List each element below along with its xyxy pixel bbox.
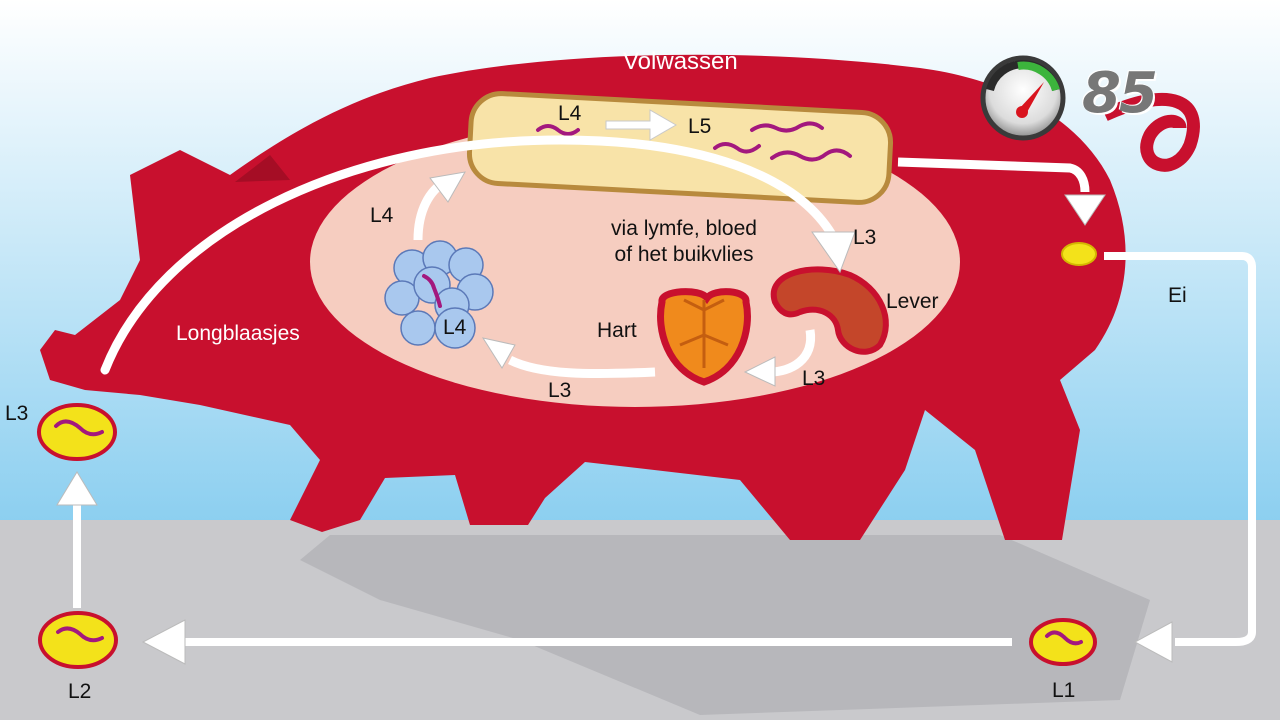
route-text-line-1: via lymfe, bloed xyxy=(611,217,757,240)
outer-cycle-arrows xyxy=(56,252,1256,665)
lung-worm xyxy=(422,274,442,308)
migration-arrow xyxy=(100,135,856,375)
arrow-liver-to-heart xyxy=(743,329,816,387)
worm-l5-3 xyxy=(770,148,852,162)
pig-ear xyxy=(235,155,290,182)
label-l3-top: L3 xyxy=(853,226,877,249)
lung-alveoli xyxy=(384,240,494,349)
worm-l5-1 xyxy=(750,121,824,133)
label-l1-env: L1 xyxy=(1052,679,1076,702)
label-hart: Hart xyxy=(597,319,637,342)
label-l2-env: L2 xyxy=(68,680,92,703)
label-l4-intestine: L4 xyxy=(558,102,582,125)
label-l3-from-liver: L3 xyxy=(802,367,826,390)
worm-l5-2 xyxy=(713,142,761,154)
label-l4-lung: L4 xyxy=(443,316,467,339)
pig-shadow xyxy=(300,535,1150,715)
label-ei: Ei xyxy=(1168,284,1187,307)
egg-in-pig xyxy=(1061,242,1097,266)
heart-organ xyxy=(657,288,751,386)
arrow-lung-to-intestine xyxy=(413,171,466,241)
label-l3-from-heart: L3 xyxy=(548,379,572,402)
label-lever: Lever xyxy=(886,290,939,313)
arrow-heart-to-lung xyxy=(481,337,656,379)
label-l3-env: L3 xyxy=(5,402,29,425)
intestine-worms xyxy=(536,121,852,162)
speedometer-icon xyxy=(980,55,1066,141)
arrow-l4-to-l5 xyxy=(605,109,678,141)
diagram-title: Volwassen xyxy=(623,48,738,75)
larva-egg-l2 xyxy=(38,611,118,669)
speedometer-value: 85 xyxy=(1082,61,1158,126)
larva-egg-l3 xyxy=(37,403,117,461)
liver-organ xyxy=(770,266,889,355)
route-text-line-2: of het buikvlies xyxy=(614,243,754,266)
label-l4-lung-top: L4 xyxy=(370,204,394,227)
label-longblaasjes: Longblaasjes xyxy=(176,322,300,345)
label-l5-intestine: L5 xyxy=(688,115,712,138)
larva-egg-l1 xyxy=(1029,618,1097,666)
arrow-intestine-to-egg xyxy=(897,157,1106,226)
worm-l4 xyxy=(536,124,580,136)
